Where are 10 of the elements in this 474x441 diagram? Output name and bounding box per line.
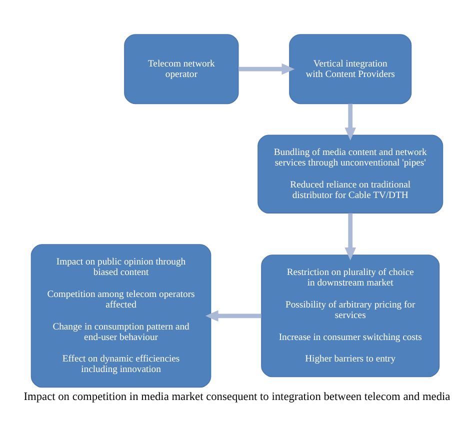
caption: Impact on competition in media market consequent to integration between telecom and media [24,390,450,403]
node-box: Impact on public opinion through biased content Competition among telecom operators affected Change in consumption pattern and end-user behaviour Effect on dynamic efficiencies including innovation [30,244,212,388]
arrow [205,310,262,322]
arrow [344,213,356,260]
node-box: Bundling of media content and network services through unconventional 'pipes' Reduced reliance on traditional distributor for Cable TV/DTH [258,134,444,214]
node-box: Restriction on plurality of choice in downstream market Possibility of arbitrary pricing for services Increase in consumer switching costs Higher barriers to entry [261,254,440,378]
arrow [238,63,295,75]
node-box: Vertical integration with Content Providers [289,34,412,104]
arrow [344,104,356,140]
node-box: Telecom network operator [124,34,239,104]
